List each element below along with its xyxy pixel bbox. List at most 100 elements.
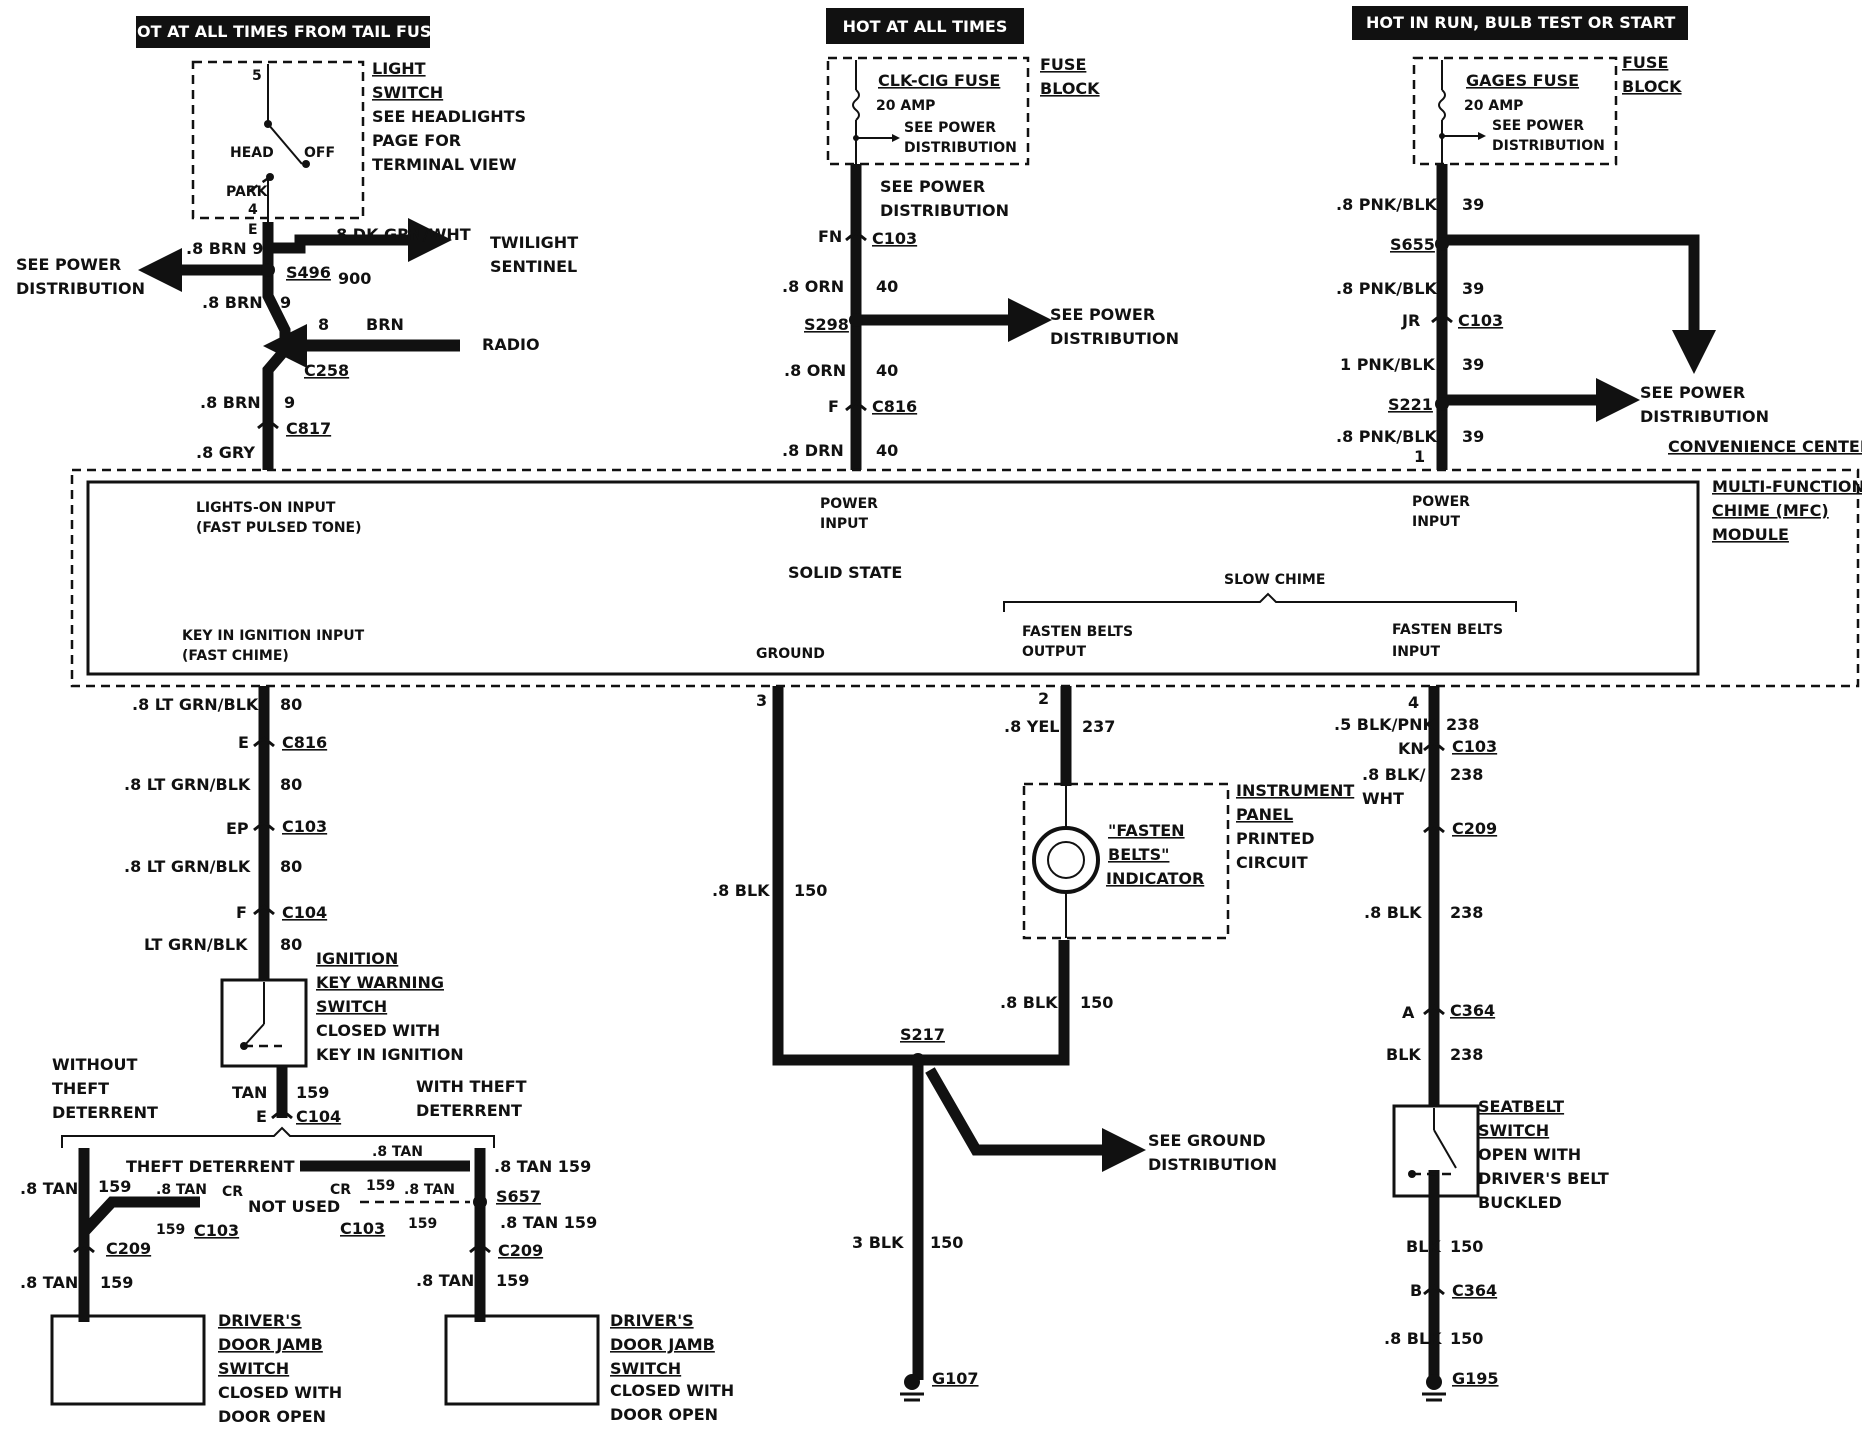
diagram-label: 900	[338, 269, 371, 288]
diagram-label: 5	[252, 68, 262, 84]
diagram-label: .8 LT GRN/BLK	[124, 775, 251, 794]
diagram-label: 4	[1408, 693, 1419, 712]
diagram-label: SEATBELT	[1478, 1097, 1564, 1116]
diagram-label: SENTINEL	[490, 257, 577, 276]
diagram-label: 39	[1462, 427, 1484, 446]
diagram-label: TAN	[232, 1083, 267, 1102]
diagram-label: BRN	[366, 315, 404, 334]
diagram-label: .8 ORN	[784, 361, 846, 380]
diagram-label: .8 TAN	[404, 1182, 455, 1198]
diagram-label: MODULE	[1712, 525, 1789, 544]
diagram-label: SLOW CHIME	[1224, 572, 1325, 588]
diagram-label: OFF	[304, 145, 335, 161]
diagram-label: PANEL	[1236, 805, 1293, 824]
diagram-label: INPUT	[820, 516, 869, 532]
diagram-label: FUSE	[1040, 55, 1086, 74]
diagram-label: DETERRENT	[416, 1101, 522, 1120]
diagram-label: 20 AMP	[1464, 98, 1523, 114]
mfc-module-body	[86, 480, 1700, 676]
diagram-label: 159	[366, 1178, 395, 1194]
diagram-label: 8	[318, 315, 329, 334]
diagram-label: C103	[282, 817, 327, 836]
diagram-label: C104	[296, 1107, 341, 1126]
diagram-label: 2	[1038, 689, 1049, 708]
diagram-label: DISTRIBUTION	[904, 140, 1017, 156]
ignition-key-switch	[220, 978, 308, 1068]
diagram-label: 1	[1414, 447, 1425, 466]
diagram-label: WHT	[1362, 789, 1404, 808]
diagram-label: C817	[286, 419, 331, 438]
instrument-panel-circuit	[1022, 782, 1230, 940]
diagram-label: 4	[248, 202, 258, 218]
diagram-label: DOOR OPEN	[610, 1405, 718, 1424]
diagram-label: THEFT DETERRENT	[126, 1157, 295, 1176]
diagram-label: C209	[106, 1239, 151, 1258]
diagram-label: DISTRIBUTION	[16, 279, 145, 298]
diagram-label: SEE POWER	[1492, 118, 1584, 134]
diagram-label: DISTRIBUTION	[880, 201, 1009, 220]
diagram-label: OPEN WITH	[1478, 1145, 1581, 1164]
diagram-label: DRIVER'S	[218, 1311, 302, 1330]
diagram-label: CLOSED WITH	[610, 1381, 734, 1400]
diagram-label: C103	[194, 1221, 239, 1240]
diagram-label: SWITCH	[218, 1359, 289, 1378]
diagram-label: S496	[286, 263, 331, 282]
diagram-label: 80	[280, 775, 302, 794]
diagram-label: .5 BLK/PNK	[1334, 715, 1436, 734]
diagram-label: 80	[280, 695, 302, 714]
diagram-label: (FAST CHIME)	[182, 648, 289, 664]
diagram-label: C103	[340, 1219, 385, 1238]
diagram-label: .8 BLK	[712, 881, 770, 900]
diagram-label: DISTRIBUTION	[1492, 138, 1605, 154]
diagram-label: SEE HEADLIGHTS	[372, 107, 526, 126]
diagram-label: INPUT	[1412, 514, 1461, 530]
gages-fuse-box	[1412, 56, 1618, 166]
diagram-label: C103	[1452, 737, 1497, 756]
door-jamb-switch-left	[50, 1314, 206, 1406]
diagram-label: .8 ORN	[782, 277, 844, 296]
diagram-label: .8 BLK	[1364, 903, 1422, 922]
diagram-label: 39	[1462, 195, 1484, 214]
header-all-times-text: HOT AT ALL TIMES	[843, 17, 1008, 36]
diagram-label: DRIVER'S BELT	[1478, 1169, 1609, 1188]
diagram-label: CIRCUIT	[1236, 853, 1308, 872]
diagram-label: FASTEN BELTS	[1022, 624, 1133, 640]
diagram-label: .8 LT GRN/BLK	[124, 857, 251, 876]
diagram-label: IGNITION	[316, 949, 398, 968]
diagram-label: DRIVER'S	[610, 1311, 694, 1330]
diagram-label: 9	[284, 393, 295, 412]
diagram-label: FASTEN BELTS	[1392, 622, 1503, 638]
diagram-label: (FAST PULSED TONE)	[196, 520, 362, 536]
diagram-label: 150	[930, 1233, 963, 1252]
diagram-label: DOOR OPEN	[218, 1407, 326, 1426]
diagram-label: SWITCH	[610, 1359, 681, 1378]
diagram-label: 3 BLK	[852, 1233, 904, 1252]
diagram-label: CLK-CIG FUSE	[878, 71, 1000, 90]
diagram-label: SEE POWER	[880, 177, 985, 196]
diagram-label: .8 PNK/BLK	[1336, 279, 1438, 298]
diagram-label: KEY IN IGNITION	[316, 1045, 464, 1064]
diagram-label: DOOR JAMB	[610, 1335, 715, 1354]
header-run-tag	[1352, 6, 1688, 40]
diagram-label: LIGHT	[372, 59, 426, 78]
diagram-label: CR	[330, 1182, 351, 1198]
diagram-label: C103	[1458, 311, 1503, 330]
diagram-label: 39	[1462, 279, 1484, 298]
header-tail-text: HOT AT ALL TIMES FROM TAIL FUSE	[124, 22, 443, 41]
door-jamb-switch-right	[444, 1314, 600, 1406]
diagram-label: 150	[1080, 993, 1113, 1012]
diagram-label: 1 PNK/BLK	[1340, 355, 1435, 374]
diagram-label: KEY IN IGNITION INPUT	[182, 628, 365, 644]
diagram-label: A	[1402, 1003, 1415, 1022]
diagram-label: NOT USED	[248, 1197, 340, 1216]
diagram-label: 159	[408, 1216, 437, 1232]
diagram-label: .8 DK GRN/WHT	[330, 225, 471, 244]
diagram-label: DISTRIBUTION	[1148, 1155, 1277, 1174]
diagram-label: POWER	[820, 496, 878, 512]
diagram-label: BLOCK	[1040, 79, 1100, 98]
diagram-label: THEFT	[52, 1079, 109, 1098]
diagram-label: .8 BLK	[1000, 993, 1058, 1012]
wire-door-left	[78, 1148, 200, 1246]
diagram-label: .8 TAN 159	[500, 1213, 597, 1232]
diagram-label: .8 BRN	[200, 393, 261, 412]
